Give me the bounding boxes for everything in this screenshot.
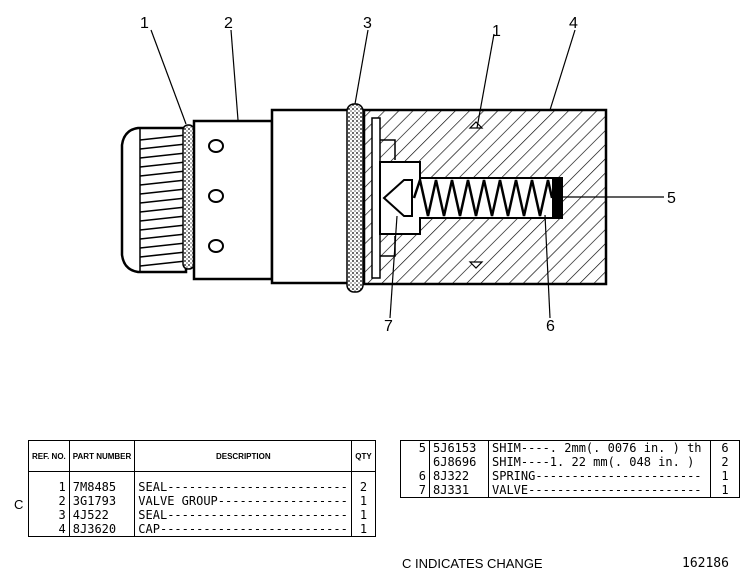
description: SEAL-------------------------------- — [138, 508, 348, 522]
ref-number: 4 — [28, 522, 70, 537]
table-row: 3 4J522 SEAL----------------------------… — [28, 508, 376, 522]
threaded-end — [120, 126, 188, 274]
body-shoulder — [270, 108, 350, 285]
part-number: 8J3620 — [69, 522, 136, 537]
table-row: 6J8696 SHIM----1. 22 mm(. 048 in. ) thic… — [400, 455, 740, 469]
table-row: 5 5J6153 SHIM----. 2mm(. 0076 in. ) thic… — [400, 440, 740, 455]
valve-assembly-drawing: 1 2 3 1 4 5 6 7 — [120, 15, 676, 335]
header-ref-no: REF. NO. — [28, 440, 70, 472]
callout-3: 3 — [363, 15, 372, 32]
table-row: 1 7M8485 SEAL---------------------------… — [28, 471, 376, 494]
description: CAP-------------------------------- — [138, 522, 348, 536]
callout-6: 6 — [546, 318, 555, 335]
quantity: 2 — [721, 455, 729, 469]
part-number: 7M8485 — [69, 471, 136, 494]
quantity: 1 — [359, 522, 368, 536]
callout-7: 7 — [384, 318, 393, 335]
header-part-number: PART NUMBER — [69, 440, 136, 472]
description-cell: VALVE GROUP-------------------------- — [134, 494, 353, 508]
table-row: 2 3G1793 VALVE GROUP--------------------… — [28, 494, 376, 508]
ref-number: 7 — [400, 483, 430, 498]
description-cell: SEAL-------------------------------- — [134, 508, 353, 522]
callout-1-left: 1 — [140, 15, 149, 32]
table-row: 4 8J3620 CAP----------------------------… — [28, 522, 376, 537]
valve-body — [192, 119, 274, 281]
parts-table-left: REF. NO. PART NUMBER DESCRIPTION QTY 1 7… — [28, 440, 376, 537]
shim-stack — [552, 178, 562, 218]
header-qty: QTY — [351, 440, 376, 472]
part-number: 8J331 — [429, 483, 489, 498]
part-number: 5J6153 — [429, 440, 489, 455]
ref-number: 2 — [28, 494, 70, 508]
ref-number — [400, 455, 430, 469]
table-row: 6 8J322 SPRING--------------------------… — [400, 469, 740, 483]
description-cell: SHIM----1. 22 mm(. 048 in. ) thick- — [488, 455, 711, 469]
ref-number: 3 — [28, 508, 70, 522]
ref-number: 6 — [400, 469, 430, 483]
port-hole-top — [208, 139, 224, 153]
callout-1-right: 1 — [492, 23, 501, 40]
description: SPRING------------------------------- — [492, 469, 702, 483]
description-cell: VALVE-------------------------------- — [488, 483, 711, 498]
part-number: 8J322 — [429, 469, 489, 483]
description-cell: CAP-------------------------------- — [134, 522, 353, 537]
part-number: 4J522 — [69, 508, 136, 522]
header-description: DESCRIPTION — [134, 440, 353, 472]
callout-2: 2 — [224, 15, 233, 32]
description-cell: SPRING------------------------------- — [488, 469, 711, 483]
seal-ring-left — [182, 124, 195, 270]
part-number: 3G1793 — [69, 494, 136, 508]
quantity: 1 — [721, 469, 729, 483]
table-row: 7 8J331 VALVE---------------------------… — [400, 483, 740, 498]
description: SHIM----1. 22 mm(. 048 in. ) thick- — [492, 455, 702, 469]
quantity: 1 — [359, 508, 368, 522]
parts-table-right: 5 5J6153 SHIM----. 2mm(. 0076 in. ) thic… — [400, 440, 740, 498]
description: VALVE GROUP-------------------------- — [138, 494, 348, 508]
callout-5: 5 — [667, 190, 676, 207]
description-cell: SHIM----. 2mm(. 0076 in. ) thick -- — [488, 440, 711, 455]
valve-poppet — [382, 179, 413, 217]
ref-number: 5 — [400, 440, 430, 455]
description-cell: SEAL------------------------------ — [134, 471, 353, 494]
quantity: 2 — [359, 480, 368, 494]
change-marker: C — [14, 497, 24, 512]
port-hole-middle — [208, 189, 224, 203]
description: SEAL------------------------------ — [138, 480, 348, 494]
leader-lines — [150, 29, 664, 319]
change-note: C INDICATES CHANGE — [402, 556, 543, 571]
quantity: 1 — [721, 483, 729, 497]
description: SHIM----. 2mm(. 0076 in. ) thick -- — [492, 441, 702, 455]
callout-4: 4 — [569, 15, 578, 32]
spring — [412, 175, 554, 217]
figure-number: 162186 — [682, 556, 729, 571]
table-header-row: REF. NO. PART NUMBER DESCRIPTION QTY — [28, 440, 376, 472]
port-hole-bottom — [208, 239, 224, 253]
quantity: 1 — [359, 494, 368, 508]
description: VALVE-------------------------------- — [492, 483, 702, 497]
seal-ring-3 — [346, 103, 364, 293]
quantity: 6 — [721, 441, 729, 455]
part-number: 6J8696 — [429, 455, 489, 469]
ref-number: 1 — [28, 471, 70, 494]
